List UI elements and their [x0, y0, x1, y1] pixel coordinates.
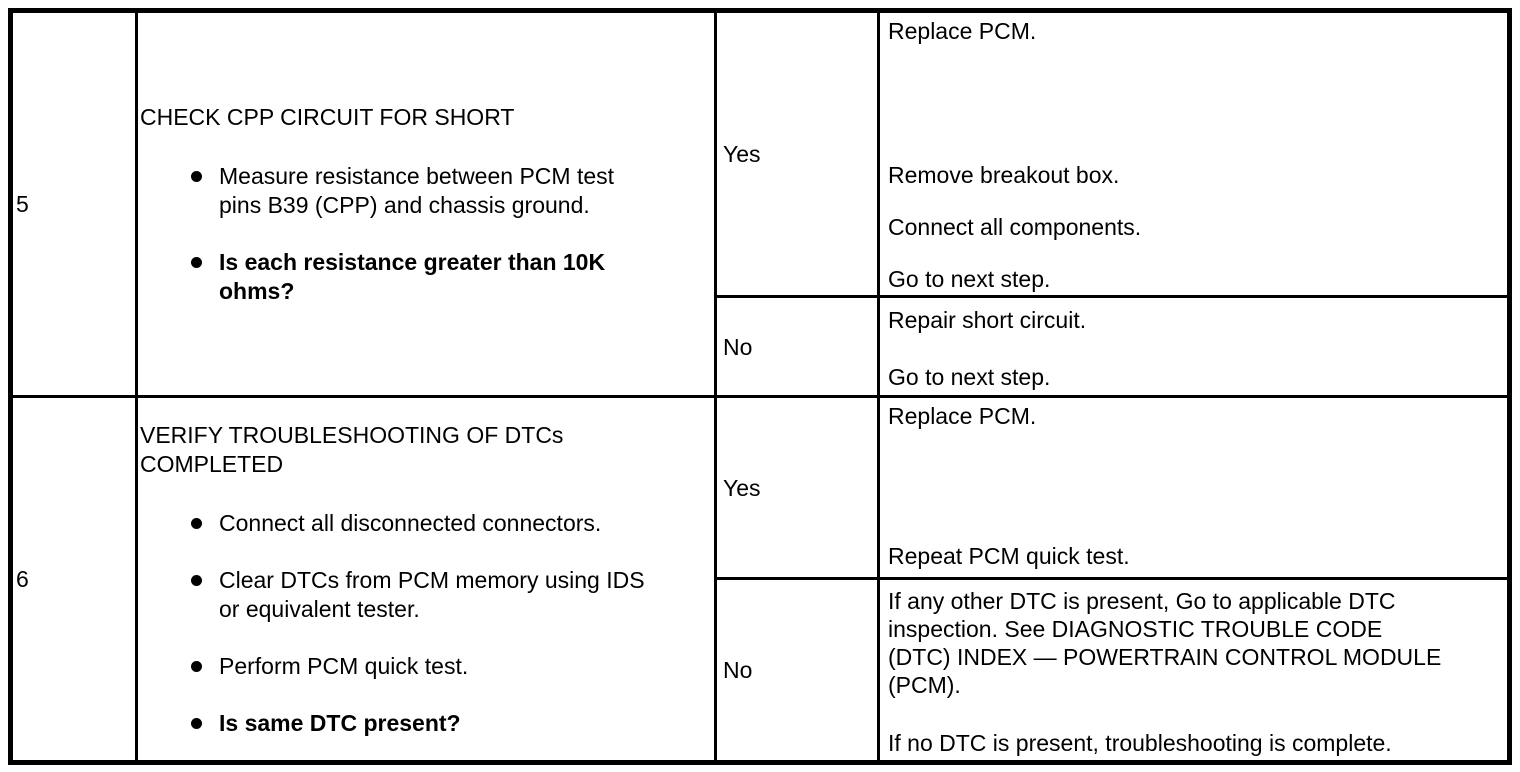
no-label: No: [723, 333, 753, 360]
result-line: If no DTC is present, troubleshooting is…: [888, 730, 1392, 756]
bullet-icon: [191, 256, 202, 268]
result-line: If any other DTC is present, Go to appli…: [888, 588, 1442, 698]
action-title: CHECK CPP CIRCUIT FOR SHORT: [140, 103, 515, 130]
action-bullet-item: Measure resistance between PCM test pins…: [140, 162, 714, 220]
bullet-text: Clear DTCs from PCM memory using IDS or …: [219, 566, 645, 622]
result-line: Remove breakout box.: [888, 162, 1120, 188]
bullet-text: Perform PCM quick test.: [219, 652, 469, 679]
yes-result-cell: Replace PCM. Repeat PCM quick test.: [877, 395, 1507, 577]
bullet-text: Is same DTC present?: [219, 709, 461, 736]
result-line: Go to next step.: [888, 364, 1051, 390]
result-line: Connect all components.: [888, 214, 1142, 240]
action-bullet-item: Perform PCM quick test.: [140, 652, 714, 681]
bullet-icon: [191, 660, 202, 672]
action-bullet-item: Clear DTCs from PCM memory using IDS or …: [140, 566, 714, 624]
result-line: Replace PCM.: [888, 403, 1037, 429]
yes-result-cell: Replace PCM. Remove breakout box. Connec…: [877, 13, 1507, 295]
result-line: Repair short circuit.: [888, 307, 1087, 333]
bullet-icon: [191, 517, 202, 529]
diagnostic-step-table: 5 CHECK CPP CIRCUIT FOR SHORT Measure re…: [8, 8, 1512, 765]
no-result-cell: Repair short circuit. Go to next step.: [877, 295, 1507, 395]
bullet-icon: [191, 574, 202, 586]
action-cell: VERIFY TROUBLESHOOTING OF DTCs COMPLETED…: [135, 395, 714, 760]
yes-label: Yes: [723, 474, 761, 501]
step-number-cell: 6: [13, 395, 135, 760]
yes-label: Yes: [723, 141, 761, 167]
step-number: 6: [16, 566, 29, 592]
action-bullet-item: Connect all disconnected connectors.: [140, 509, 714, 538]
no-label-cell: No: [714, 295, 877, 395]
no-label: No: [723, 657, 753, 683]
step-number: 5: [16, 191, 29, 217]
bullet-text: Measure resistance between PCM test pins…: [219, 162, 615, 218]
action-bullet-list: Measure resistance between PCM test pins…: [140, 162, 714, 306]
bullet-text: Is each resistance greater than 10K ohms…: [219, 248, 606, 304]
bullet-icon: [191, 170, 202, 182]
step-number-cell: 5: [13, 13, 135, 395]
result-line: Repeat PCM quick test.: [888, 543, 1130, 569]
result-line: Go to next step.: [888, 266, 1051, 292]
result-line: Replace PCM.: [888, 18, 1037, 44]
action-bullet-item: Is each resistance greater than 10K ohms…: [140, 248, 714, 306]
bullet-text: Connect all disconnected connectors.: [219, 509, 602, 536]
action-cell: CHECK CPP CIRCUIT FOR SHORT Measure resi…: [135, 13, 714, 395]
yes-label-cell: Yes: [714, 395, 877, 577]
no-label-cell: No: [714, 577, 877, 760]
no-result-cell: If any other DTC is present, Go to appli…: [877, 577, 1507, 760]
bullet-icon: [191, 717, 202, 729]
yes-label-cell: Yes: [714, 13, 877, 295]
action-bullet-list: Connect all disconnected connectors. Cle…: [140, 509, 714, 738]
action-bullet-item: Is same DTC present?: [140, 709, 714, 738]
action-title: VERIFY TROUBLESHOOTING OF DTCs COMPLETED: [140, 421, 564, 477]
